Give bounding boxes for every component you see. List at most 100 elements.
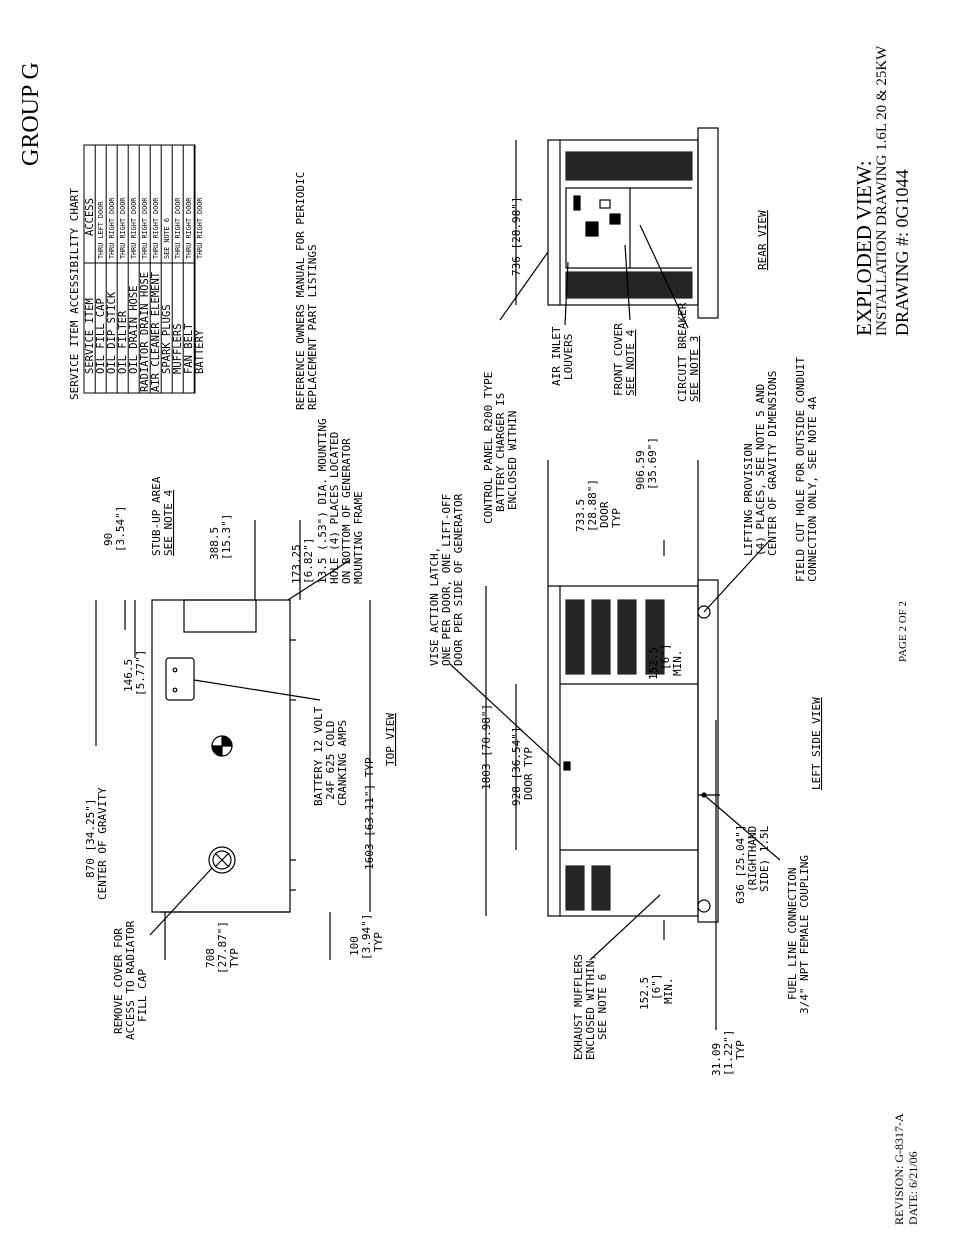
dim-90: 90 bbox=[102, 533, 115, 546]
rear-view-base bbox=[697, 127, 719, 319]
dim-708-typ: TYP bbox=[228, 948, 241, 968]
dim-31-09: 31.09 bbox=[710, 1043, 723, 1076]
fuel-1: FUEL LINE CONNECTION bbox=[786, 868, 799, 1000]
dim-928-door: DOOR TYP bbox=[522, 747, 535, 800]
radiator-2: ACCESS TO RADIATOR bbox=[124, 920, 137, 1040]
reference-line-1: REFERENCE OWNERS MANUAL FOR PERIODIC bbox=[294, 172, 307, 410]
dim-388-5-in: [15.3"] bbox=[220, 514, 233, 560]
control-1: CONTROL PANEL R200 TYPE bbox=[482, 372, 495, 524]
chart-item-access: THRU RIGHT DOOR bbox=[130, 197, 138, 259]
control-2: BATTERY CHARGER IS bbox=[494, 393, 507, 512]
dim-1803: 1803 [70.98"] bbox=[480, 704, 493, 790]
exhaust-1: EXHAUST MUFFLERS bbox=[572, 954, 585, 1060]
dim-31-09-typ: TYP bbox=[734, 1040, 747, 1060]
dim-152-a-min: MIN. bbox=[671, 650, 684, 677]
mounting-1: 13.5 (.53") DIA. MOUNTING bbox=[316, 418, 329, 584]
vise-latch bbox=[563, 761, 571, 771]
battery-1: BATTERY 12 VOLT bbox=[312, 706, 325, 806]
service-chart-title: SERVICE ITEM ACCESSIBILITY CHART bbox=[68, 188, 81, 400]
chart-item-access: THRU RIGHT DOOR bbox=[185, 197, 193, 259]
dim-100: 100 bbox=[348, 936, 361, 956]
field-cut-1: FIELD CUT HOLE FOR OUTSIDE CONDUIT bbox=[794, 356, 807, 582]
field-cut-2: CONNECTION ONLY, SEE NOTE 4A bbox=[806, 396, 819, 582]
stub-up-note: SEE NOTE 4 bbox=[162, 489, 175, 556]
chart-item-access: THRU RIGHT DOOR bbox=[141, 197, 149, 259]
dim-636-side: (RIGHTHAND bbox=[746, 826, 759, 892]
dim-708: 708 bbox=[204, 948, 217, 968]
rear-louvers-top bbox=[565, 151, 693, 181]
dim-100-in: [3.94"] bbox=[360, 914, 373, 960]
chart-item-name: AIR CLEANER ELEMENT bbox=[150, 271, 162, 392]
radiator-3: FILL CAP bbox=[136, 969, 149, 1022]
dim-733-5: 733.5 bbox=[574, 499, 587, 532]
battery bbox=[165, 657, 195, 701]
dim-152-b-min: MIN. bbox=[662, 978, 675, 1005]
dim-173-25: 173.25 bbox=[290, 544, 303, 584]
dim-636: 636 [25.04"] bbox=[734, 825, 747, 904]
rear-view-labels: REAR VIEW 736 [28.98"] AIR INLET LOUVERS… bbox=[510, 197, 769, 402]
radiator-1: REMOVE COVER FOR bbox=[112, 928, 125, 1034]
dim-152-a: 152.5 bbox=[647, 647, 660, 680]
chart-item-access: THRU RIGHT DOOR bbox=[108, 197, 116, 259]
side-view-base bbox=[697, 579, 719, 923]
rear-view bbox=[499, 127, 719, 329]
dim-906-in: [35.69"] bbox=[646, 437, 659, 490]
dim-31-09-in: [1.22"] bbox=[722, 1030, 735, 1076]
mounting-4: MOUNTING FRAME bbox=[352, 491, 365, 584]
control-panel bbox=[565, 187, 631, 269]
chart-item-access: THRU RIGHT DOOR bbox=[119, 197, 127, 259]
dim-173-25-in: [6.82"] bbox=[302, 538, 315, 584]
breaker-1: CIRCUIT BREAKER bbox=[676, 302, 689, 402]
rear-view-label: REAR VIEW bbox=[756, 210, 769, 270]
top-view bbox=[95, 520, 371, 960]
front-cover-2: SEE NOTE 4 bbox=[624, 329, 637, 396]
dim-100-typ: TYP bbox=[372, 932, 385, 952]
left-side-view bbox=[449, 460, 781, 1030]
air-inlet-1: AIR INLET bbox=[550, 326, 563, 386]
chart-item-access: THRU LEFT DOOR bbox=[97, 201, 105, 259]
breaker-2: SEE NOTE 3 bbox=[688, 336, 701, 402]
chart-item-name: OIL DIP STICK bbox=[106, 291, 118, 374]
chart-item-name: RADIATOR DRAIN HOSE bbox=[139, 272, 151, 392]
lifting-1: LIFTING PROVISION bbox=[742, 443, 755, 556]
chart-item-name: FAN BELT bbox=[183, 323, 195, 374]
dim-90-in: [3.54"] bbox=[114, 506, 127, 552]
service-chart: SERVICE ITEM ACCESSIBILITY CHART SERVICE… bbox=[68, 144, 206, 400]
control-3: ENCLOSED WITHIN bbox=[506, 411, 519, 510]
dim-736: 736 [28.98"] bbox=[510, 197, 523, 276]
chart-item-access: THRU RIGHT DOOR bbox=[196, 197, 204, 259]
dim-906: 906.59 bbox=[634, 450, 647, 490]
vise-1: VISE ACTION LATCH, bbox=[428, 547, 441, 666]
dim-708-in: [27.87"] bbox=[216, 921, 229, 974]
dim-1603: 1603 [63.11"] TYP bbox=[363, 757, 376, 870]
dim-928: 928 [36.54"] bbox=[510, 727, 523, 806]
left-side-view-label: LEFT SIDE VIEW bbox=[810, 697, 823, 790]
fuel-2: 3/4" NPT FEMALE COUPLING bbox=[798, 855, 811, 1014]
dim-146-5: 146.5 bbox=[122, 659, 135, 692]
dim-152-b: 152.5 bbox=[638, 977, 651, 1010]
exhaust-2: ENCLOSED WITHIN, bbox=[584, 954, 597, 1060]
battery-3: CRANKING AMPS bbox=[336, 720, 349, 806]
chart-column-header: SERVICE ITEM bbox=[84, 298, 96, 374]
chart-item-name: SPARK PLUGS bbox=[161, 304, 173, 374]
dim-636-1-5l: SIDE) 1.5L bbox=[758, 825, 771, 892]
mounting-3: ON BOTTOM OF GENERATOR bbox=[340, 438, 353, 584]
left-side-labels: LEFT SIDE VIEW VISE ACTION LATCH, ONE PE… bbox=[428, 356, 823, 1076]
dim-146-5-in: [5.77"] bbox=[134, 650, 147, 696]
dim-733-5-in: [28.88"] bbox=[586, 479, 599, 532]
vise-3: DOOR PER SIDE OF GENERATOR bbox=[452, 493, 465, 666]
top-view-labels: TOP VIEW 870 [34.25"] CENTER OF GRAVITY … bbox=[84, 418, 397, 1040]
dim-152-b-in: [6"] bbox=[650, 974, 663, 1001]
side-louvers-left bbox=[565, 865, 611, 911]
chart-item-access: THRU RIGHT DOOR bbox=[152, 197, 160, 259]
radiator-cap-icon bbox=[208, 846, 236, 874]
chart-item-name: OIL FILL CAP bbox=[95, 298, 107, 374]
dim-733-5-door: DOOR bbox=[598, 501, 611, 528]
chart-item-access: THRU RIGHT DOOR bbox=[174, 197, 182, 259]
reference-line-2: REPLACEMENT PART LISTINGS bbox=[306, 244, 319, 410]
dim-388-5: 388.5 bbox=[208, 527, 221, 560]
dim-152-a-in: [6"] bbox=[659, 644, 672, 671]
chart-column-header: ACCESS bbox=[84, 198, 96, 236]
mounting-2: HOLE (4) PLACES LOCATED bbox=[328, 432, 341, 584]
